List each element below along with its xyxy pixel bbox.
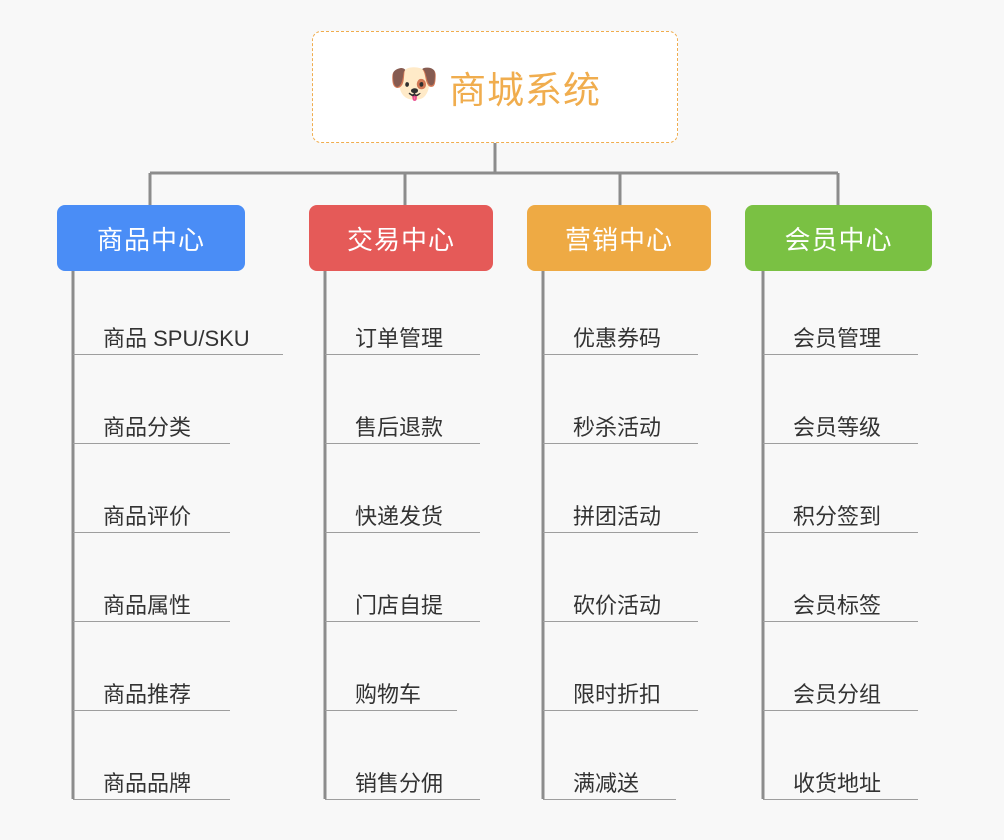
leaf-item[interactable]: 商品属性: [73, 595, 230, 622]
leaf-item-label: 购物车: [355, 682, 422, 707]
category-header-label: 营销中心: [564, 224, 673, 255]
leaf-item-label: 商品 SPU/SKU: [103, 326, 250, 351]
root-node[interactable]: 🐶 商城系统: [312, 31, 678, 143]
leaf-item[interactable]: 优惠券码: [543, 328, 698, 355]
leaf-item[interactable]: 会员分组: [763, 684, 918, 711]
leaf-item[interactable]: 售后退款: [325, 417, 480, 444]
category-header-label: 商品中心: [96, 224, 205, 255]
leaf-item-label: 优惠券码: [573, 326, 662, 351]
leaf-item[interactable]: 积分签到: [763, 506, 918, 533]
leaf-item-label: 商品属性: [103, 593, 192, 618]
leaf-item-label: 会员管理: [793, 326, 882, 351]
leaf-item-label: 销售分佣: [355, 771, 444, 796]
leaf-item[interactable]: 限时折扣: [543, 684, 698, 711]
leaf-item-label: 门店自提: [355, 593, 444, 618]
category-header-product-center[interactable]: 商品中心: [57, 205, 245, 271]
leaf-item-label: 快递发货: [355, 504, 444, 529]
leaf-item-label: 拼团活动: [573, 504, 662, 529]
category-header-trade-center[interactable]: 交易中心: [309, 205, 493, 271]
category-header-marketing-center[interactable]: 营销中心: [527, 205, 711, 271]
leaf-item[interactable]: 秒杀活动: [543, 417, 698, 444]
root-title: 商城系统: [449, 70, 601, 111]
leaf-item-label: 收货地址: [793, 771, 882, 796]
leaf-item-label: 积分签到: [793, 504, 882, 529]
leaf-item[interactable]: 收货地址: [763, 773, 918, 800]
leaf-item[interactable]: 会员管理: [763, 328, 918, 355]
leaf-item[interactable]: 购物车: [325, 684, 457, 711]
leaf-item[interactable]: 商品分类: [73, 417, 230, 444]
leaf-item-label: 商品品牌: [103, 771, 192, 796]
leaf-item[interactable]: 销售分佣: [325, 773, 480, 800]
leaf-item[interactable]: 会员标签: [763, 595, 918, 622]
leaf-item-label: 订单管理: [355, 326, 444, 351]
leaf-item-label: 会员等级: [793, 415, 882, 440]
dog-face-icon: 🐶: [389, 62, 439, 106]
leaf-item[interactable]: 商品推荐: [73, 684, 230, 711]
leaf-item-label: 限时折扣: [573, 682, 662, 707]
category-header-member-center[interactable]: 会员中心: [745, 205, 932, 271]
category-header-label: 会员中心: [784, 224, 893, 255]
leaf-item[interactable]: 门店自提: [325, 595, 480, 622]
leaf-item[interactable]: 满减送: [543, 773, 676, 800]
leaf-item[interactable]: 订单管理: [325, 328, 480, 355]
leaf-item-label: 满减送: [573, 771, 640, 796]
leaf-item-label: 会员标签: [793, 593, 882, 618]
leaf-item[interactable]: 拼团活动: [543, 506, 698, 533]
leaf-item-label: 售后退款: [355, 415, 444, 440]
leaf-item-label: 商品分类: [103, 415, 192, 440]
leaf-item[interactable]: 商品 SPU/SKU: [73, 328, 283, 355]
leaf-item-label: 商品评价: [103, 504, 192, 529]
leaf-item-label: 砍价活动: [573, 593, 662, 618]
category-header-label: 交易中心: [346, 224, 455, 255]
leaf-item[interactable]: 会员等级: [763, 417, 918, 444]
leaf-item[interactable]: 快递发货: [325, 506, 480, 533]
leaf-item[interactable]: 砍价活动: [543, 595, 698, 622]
leaf-item-label: 商品推荐: [103, 682, 192, 707]
leaf-item-label: 会员分组: [793, 682, 882, 707]
leaf-item-label: 秒杀活动: [573, 415, 662, 440]
leaf-item[interactable]: 商品品牌: [73, 773, 230, 800]
leaf-item[interactable]: 商品评价: [73, 506, 230, 533]
